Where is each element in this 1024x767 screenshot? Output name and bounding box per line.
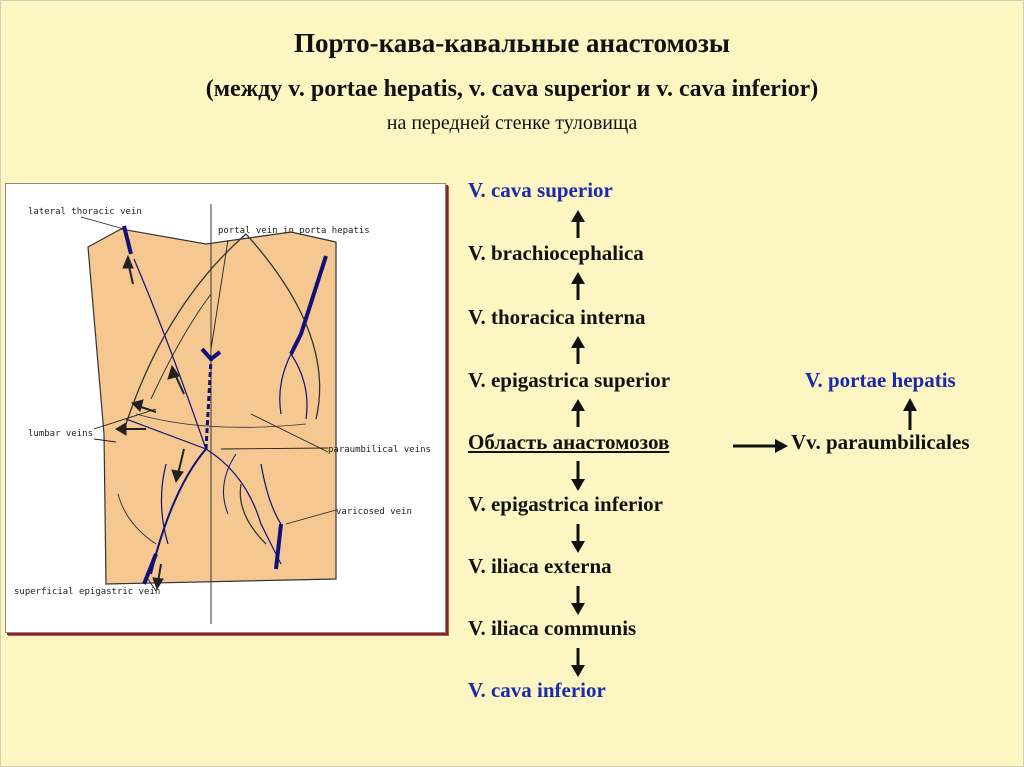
pelvic-line [239, 483, 267, 545]
label-paraumbilical-veins: paraumbilical veins [328, 445, 431, 455]
node-iliaca-externa: V. iliaca externa [468, 554, 612, 578]
label-superficial-epigastric-vein: superficial epigastric vein [14, 587, 160, 597]
slide-caption: на передней стенке туловища [386, 112, 638, 134]
ribcage-arc [125, 233, 321, 425]
node-paraumbilicales: Vv. paraumbilicales [791, 430, 970, 454]
slide-title: Порто-кава-кавальные анастомозы [294, 28, 730, 58]
torso-figure: lateral thoracic vein portal vein in por… [5, 183, 446, 633]
label-varicosed-vein: varicosed vein [336, 507, 412, 517]
pelvic-line-left [117, 493, 157, 545]
label-lumbar-veins: lumbar veins [28, 429, 93, 439]
label-portal-vein: portal vein in porta hepatis [218, 226, 370, 236]
rib-line [150, 293, 212, 400]
node-cava-superior: V. cava superior [468, 178, 613, 202]
node-anastomosis-area: Область анастомозов [468, 430, 670, 454]
label-lateral-thoracic-vein: lateral thoracic vein [28, 207, 142, 217]
node-brachiocephalica: V. brachiocephalica [468, 241, 644, 265]
slide-subtitle: (между v. portae hepatis, v. cava superi… [205, 76, 819, 102]
node-thoracica-interna: V. thoracica interna [468, 305, 646, 329]
node-portae-hepatis: V. portae hepatis [805, 368, 956, 392]
torso-illustration: lateral thoracic vein portal vein in por… [14, 204, 431, 624]
node-epigastrica-inferior: V. epigastrica inferior [468, 492, 663, 516]
flow-arrows [115, 254, 185, 591]
node-iliaca-communis: V. iliaca communis [468, 616, 637, 640]
costal-margin [135, 413, 307, 428]
node-epigastrica-superior: V. epigastrica superior [468, 368, 671, 392]
veins [122, 225, 328, 585]
leader-lines [80, 216, 337, 592]
torso-shape [87, 228, 337, 585]
node-cava-inferior: V. cava inferior [468, 678, 606, 702]
